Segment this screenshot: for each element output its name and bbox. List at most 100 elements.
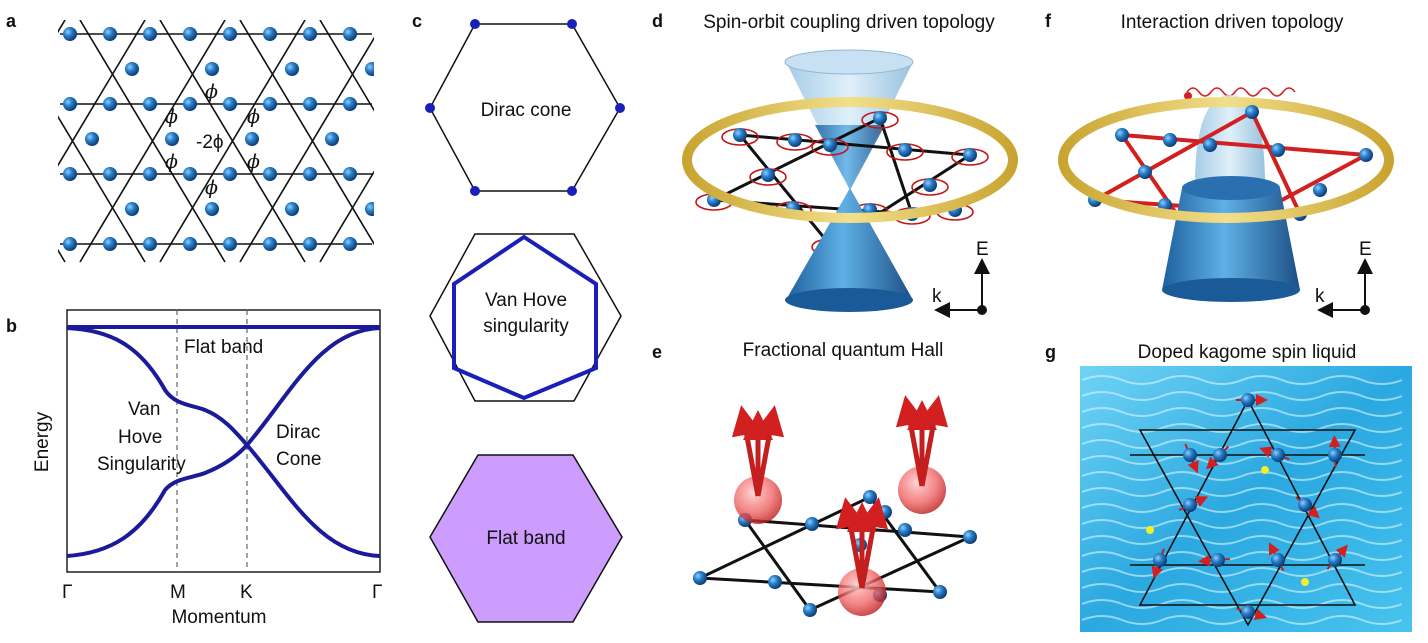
- flux-label-bottom: ϕ: [205, 177, 218, 199]
- vhs-label-line2: Hove: [118, 427, 162, 448]
- lattice-atom: [1138, 165, 1152, 179]
- lattice-bond: [480, 20, 625, 262]
- water-ripple: [1081, 455, 1403, 465]
- gold-ring-front: [682, 159, 1018, 223]
- vhs-outer-hexagon: [429, 233, 622, 402]
- dirac-label-line2: Cone: [276, 449, 321, 470]
- lattice-triangle: [736, 133, 975, 247]
- spin-arrow: [918, 395, 949, 487]
- lower-dispersive-band: [66, 326, 381, 558]
- hole-dopant: [1146, 526, 1154, 534]
- lattice-atom: [823, 138, 837, 152]
- flux-label-upper-left: ϕ: [165, 106, 178, 128]
- lattice-bond: [79, 20, 226, 263]
- spin-arrow: [754, 405, 785, 497]
- k-point-dot: [470, 19, 480, 29]
- lattice-atom: [183, 167, 197, 181]
- lattice-bond: [58, 20, 146, 167]
- panel-d-title: Spin-orbit coupling driven topology: [703, 12, 995, 33]
- water-ripple: [1081, 391, 1403, 401]
- lattice-atom: [63, 27, 77, 41]
- water-ripple: [1081, 535, 1403, 545]
- lower-cone-base: [785, 288, 913, 312]
- lattice-atom: [303, 237, 317, 251]
- lattice-atom: [325, 132, 339, 146]
- k-point-dot: [615, 103, 625, 113]
- lattice-atom: [1163, 133, 1177, 147]
- lattice-atom: [1115, 128, 1129, 142]
- lattice-atom: [125, 62, 139, 76]
- lattice-bond: [480, 20, 625, 262]
- gold-ring-back: [682, 97, 1018, 161]
- axis-k-label: k: [1315, 286, 1325, 307]
- panel-label-c: c: [412, 11, 422, 31]
- lattice-atom: [103, 97, 117, 111]
- water-ripple: [1081, 583, 1403, 593]
- lattice-atom: [183, 27, 197, 41]
- lattice-atom: [63, 167, 77, 181]
- lattice-atom: [343, 27, 357, 41]
- upper-band-dome: [1195, 95, 1265, 185]
- lattice-atom: [1153, 553, 1167, 567]
- lattice-triangle: [708, 115, 915, 216]
- water-ripple: [1081, 519, 1403, 529]
- lattice-atom: [1183, 448, 1197, 462]
- tick-gamma-left: Γ: [62, 582, 72, 603]
- lattice-atom: [365, 62, 374, 76]
- water-ripple: [1081, 551, 1403, 561]
- lattice-atom: [285, 62, 299, 76]
- lattice-atom: [205, 202, 219, 216]
- panel-label-a: a: [6, 11, 17, 31]
- lattice-atom: [343, 167, 357, 181]
- lattice-atom: [365, 202, 374, 216]
- lattice-atom: [1359, 148, 1373, 162]
- vhs-label-line1: Van Hove: [485, 290, 567, 311]
- lattice-bond: [400, 20, 545, 262]
- axis-origin: [1360, 305, 1370, 315]
- lattice-atom: [878, 505, 892, 519]
- interaction-topology-panel: Interaction driven topology E k: [1058, 12, 1394, 318]
- lattice-atom: [85, 132, 99, 146]
- flux-label-upper-right: ϕ: [247, 106, 260, 128]
- interaction-wavy-line: [1186, 87, 1296, 97]
- panel-label-e: e: [652, 342, 662, 362]
- lattice-atom: [223, 97, 237, 111]
- flat-band-hexagon: [429, 454, 623, 623]
- dirac-label-line1: Dirac: [276, 422, 320, 443]
- lattice-atom: [183, 237, 197, 251]
- lattice-atom: [1271, 553, 1285, 567]
- lattice-bond: [58, 248, 66, 263]
- flux-label-center: -2ϕ: [196, 132, 224, 153]
- water-ripple: [1081, 567, 1403, 577]
- lattice-atom: [1203, 138, 1217, 152]
- water-ripple: [1081, 615, 1403, 625]
- lattice-atom: [805, 517, 819, 531]
- water-ripple: [1081, 439, 1403, 449]
- axis-e-label: E: [976, 239, 989, 260]
- lattice-atom: [761, 168, 775, 182]
- quasiparticle-ball: [898, 466, 946, 514]
- lattice-atom: [263, 27, 277, 41]
- lattice-bond: [239, 36, 374, 263]
- flat-band-label-c: Flat band: [486, 528, 565, 549]
- lattice-atom: [1241, 393, 1255, 407]
- lattice-atom: [103, 167, 117, 181]
- vhs-label-line2: singularity: [483, 316, 569, 337]
- panel-label-b: b: [6, 316, 17, 336]
- lattice-atom: [1183, 498, 1197, 512]
- lattice-atom: [1271, 143, 1285, 157]
- flux-label-lower-right: ϕ: [247, 151, 260, 173]
- flat-band-label: Flat band: [184, 337, 263, 358]
- vhs-label-line3: Singularity: [97, 454, 186, 475]
- panel-e-title: Fractional quantum Hall: [743, 340, 944, 361]
- lattice-bond: [319, 170, 374, 263]
- gold-ring-back: [1058, 97, 1394, 161]
- lattice-atom: [923, 178, 937, 192]
- lattice-atom: [343, 97, 357, 111]
- lattice-atom: [693, 571, 707, 585]
- lattice-atom: [873, 111, 887, 125]
- lattice-triangle: [699, 495, 944, 594]
- interaction-vertex: [1184, 92, 1192, 100]
- lattice-atom: [63, 237, 77, 251]
- vhs-contour: [452, 234, 598, 401]
